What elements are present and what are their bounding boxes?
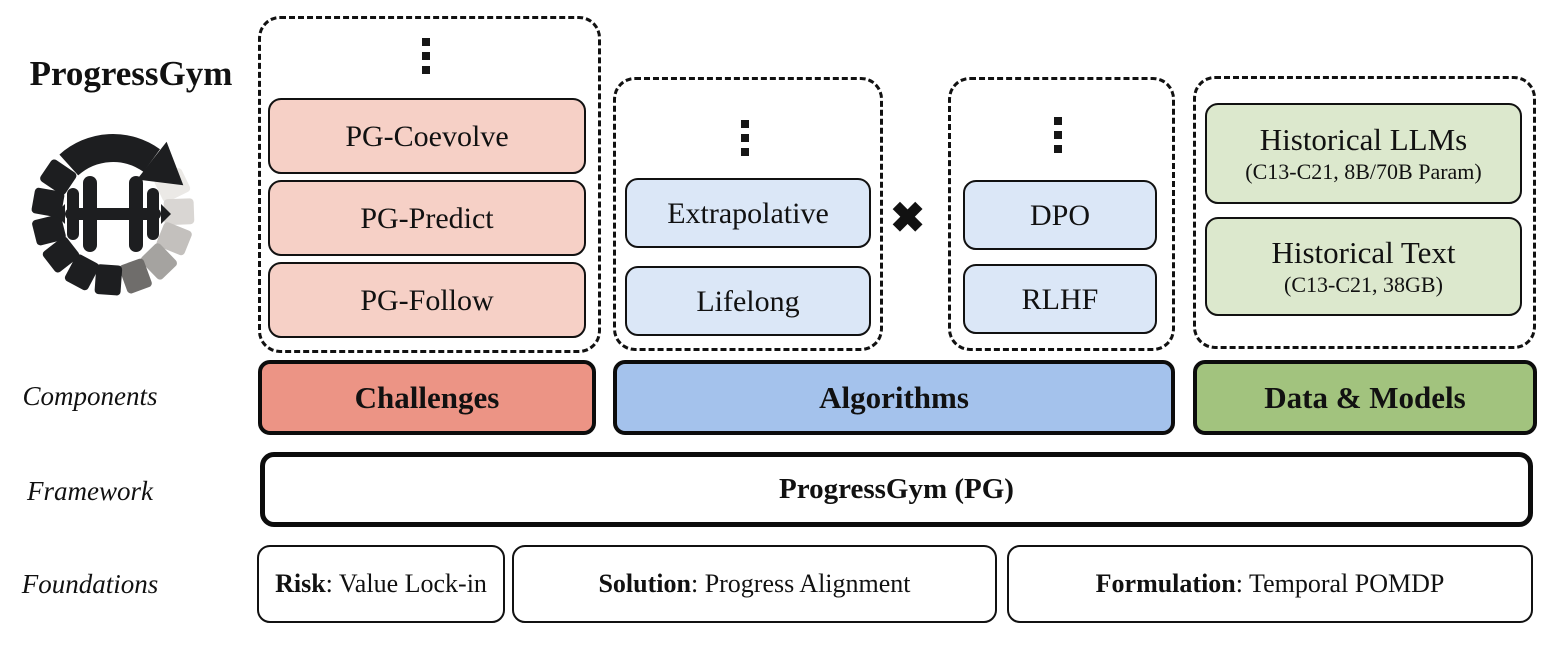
foundation-text: : Temporal POMDP bbox=[1235, 569, 1445, 598]
foundation-text: : Value Lock-in bbox=[325, 569, 487, 598]
data-models-group bbox=[1193, 76, 1536, 349]
historical-llms-box: Historical LLMs (C13-C21, 8B/70B Param) bbox=[1205, 103, 1522, 204]
foundation-text: : Progress Alignment bbox=[690, 569, 911, 598]
vertical-ellipsis bbox=[741, 120, 749, 156]
challenge-pg-follow: PG-Follow bbox=[268, 262, 586, 338]
algorithm-label: DPO bbox=[1029, 198, 1090, 232]
framework-box: ProgressGym (PG) bbox=[260, 452, 1533, 527]
component-challenges: Challenges bbox=[258, 360, 596, 435]
algorithm-families-group bbox=[613, 77, 883, 351]
historical-text-title: Historical Text bbox=[1271, 234, 1456, 270]
historical-text-subtitle: (C13-C21, 38GB) bbox=[1284, 271, 1443, 297]
challenge-label: PG-Coevolve bbox=[345, 119, 509, 153]
component-label: Challenges bbox=[354, 379, 500, 415]
row-label-components: Components bbox=[22, 381, 158, 411]
progressgym-logo-icon bbox=[31, 134, 195, 296]
algorithm-lifelong: Lifelong bbox=[625, 266, 871, 336]
vertical-ellipsis bbox=[422, 38, 430, 74]
brand-title: ProgressGym bbox=[29, 54, 233, 93]
historical-text-box: Historical Text (C13-C21, 38GB) bbox=[1205, 217, 1522, 316]
framework-label: ProgressGym (PG) bbox=[779, 473, 1014, 505]
algorithm-dpo: DPO bbox=[963, 180, 1157, 250]
foundation-solution: Solution: Progress Alignment bbox=[512, 545, 997, 623]
challenge-pg-coevolve: PG-Coevolve bbox=[268, 98, 586, 174]
algorithm-rlhf: RLHF bbox=[963, 264, 1157, 334]
challenge-label: PG-Follow bbox=[360, 283, 494, 317]
historical-llms-subtitle: (C13-C21, 8B/70B Param) bbox=[1245, 158, 1482, 184]
foundation-keyword: Solution bbox=[598, 569, 691, 598]
cross-product-icon: ✖ bbox=[890, 196, 926, 242]
historical-llms-title: Historical LLMs bbox=[1259, 121, 1468, 157]
row-label-framework: Framework bbox=[27, 476, 153, 506]
component-label: Data & Models bbox=[1264, 379, 1466, 415]
foundation-risk: Risk: Value Lock-in bbox=[257, 545, 505, 623]
challenge-label: PG-Predict bbox=[360, 201, 494, 235]
component-algorithms: Algorithms bbox=[613, 360, 1175, 435]
algorithm-extrapolative: Extrapolative bbox=[625, 178, 871, 248]
vertical-ellipsis bbox=[1054, 117, 1062, 153]
foundation-keyword: Formulation bbox=[1095, 569, 1236, 598]
algorithm-label: Extrapolative bbox=[667, 196, 829, 230]
challenges-group bbox=[258, 16, 601, 353]
row-label-foundations: Foundations bbox=[21, 569, 159, 599]
foundation-keyword: Risk bbox=[275, 569, 326, 598]
algorithm-label: Lifelong bbox=[696, 284, 800, 318]
component-data-models: Data & Models bbox=[1193, 360, 1537, 435]
challenge-pg-predict: PG-Predict bbox=[268, 180, 586, 256]
algorithm-label: RLHF bbox=[1021, 282, 1099, 316]
component-label: Algorithms bbox=[819, 379, 969, 415]
foundation-formulation: Formulation: Temporal POMDP bbox=[1007, 545, 1533, 623]
algorithm-methods-group bbox=[948, 77, 1175, 351]
